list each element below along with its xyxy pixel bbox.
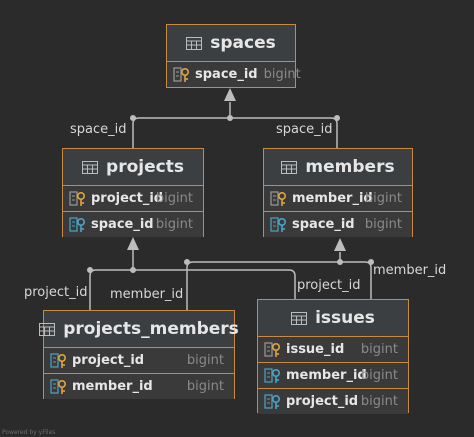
column-name: project_id: [91, 191, 164, 206]
table-icon: [291, 311, 308, 325]
primary-key-icon: [69, 190, 87, 207]
edge-label-members-space: space_id: [276, 122, 333, 137]
column-type: bigint: [364, 217, 402, 232]
column-name: issue_id: [286, 342, 345, 357]
column-name: member_id: [292, 191, 373, 206]
column-type: bigint: [155, 217, 193, 232]
table-issues[interactable]: issues issue_id bigint member_id bigint …: [257, 299, 409, 414]
column-row[interactable]: member_id bigint: [264, 186, 412, 211]
column-name: space_id: [195, 67, 258, 82]
column-type: bigint: [186, 379, 224, 394]
table-icon: [39, 322, 56, 336]
column-type: bigint: [263, 67, 301, 82]
table-title: issues: [315, 308, 375, 328]
column-type: bigint: [360, 368, 398, 383]
primary-foreign-key-icon: [50, 378, 68, 395]
column-type: bigint: [360, 342, 398, 357]
table-header[interactable]: spaces: [167, 25, 295, 62]
table-header[interactable]: projects_members: [39, 311, 239, 348]
table-icon: [281, 160, 298, 174]
primary-key-icon: [173, 66, 191, 83]
arrowhead-members: [334, 238, 346, 251]
table-title: spaces: [210, 33, 276, 53]
connector-dot: [334, 115, 340, 121]
primary-key-icon: [270, 190, 288, 207]
column-row[interactable]: member_id bigint: [44, 373, 234, 399]
column-row[interactable]: space_id bigint: [264, 211, 412, 237]
column-row[interactable]: member_id bigint: [258, 362, 408, 388]
table-title: projects: [106, 157, 184, 177]
column-row[interactable]: space_id bigint: [63, 211, 203, 237]
column-name: space_id: [292, 217, 355, 232]
connector-dot: [184, 259, 190, 265]
column-name: space_id: [91, 217, 154, 232]
connector-dot: [87, 267, 93, 273]
connector-dot: [337, 259, 343, 265]
edge-label-issues-project: project_id: [297, 278, 361, 293]
connector-dot: [368, 259, 374, 265]
column-name: member_id: [72, 379, 153, 394]
edge-label-issues-member: member_id: [373, 263, 447, 278]
primary-key-icon: [264, 341, 282, 358]
column-row[interactable]: project_id bigint: [258, 388, 408, 414]
column-type: bigint: [364, 191, 402, 206]
connector-dot: [130, 115, 136, 121]
edge-projects-spaces: [132, 102, 231, 148]
edge-issues-projects: [133, 269, 296, 299]
column-name: project_id: [286, 394, 359, 409]
connector-dot: [130, 267, 136, 273]
column-name: member_id: [286, 368, 367, 383]
arrowhead-projects: [127, 237, 139, 250]
footer-credit: Powered by yFiles: [2, 429, 56, 436]
table-members[interactable]: members member_id bigint space_id bigint: [263, 148, 413, 237]
table-projects[interactable]: projects project_id bigint space_id bigi…: [62, 148, 204, 237]
column-type: bigint: [360, 394, 398, 409]
foreign-key-icon: [69, 216, 87, 233]
column-type: bigint: [155, 191, 193, 206]
column-row[interactable]: issue_id bigint: [258, 337, 408, 362]
primary-foreign-key-icon: [50, 352, 68, 369]
table-spaces[interactable]: spaces space_id bigint: [166, 24, 301, 88]
column-row[interactable]: project_id bigint: [44, 348, 234, 373]
table-header[interactable]: issues: [258, 300, 408, 337]
arrowhead-spaces: [224, 88, 236, 101]
column-name: project_id: [72, 353, 145, 368]
connector-dot: [227, 115, 233, 121]
table-header[interactable]: members: [264, 149, 412, 186]
column-row[interactable]: project_id bigint: [63, 186, 203, 211]
table-projects-members[interactable]: projects_members project_id bigint membe…: [39, 310, 239, 399]
table-header[interactable]: projects: [63, 149, 203, 186]
table-icon: [186, 36, 203, 50]
edge-label-pm-project: project_id: [24, 285, 88, 300]
table-icon: [82, 160, 99, 174]
foreign-key-icon: [270, 216, 288, 233]
column-type: bigint: [186, 353, 224, 368]
table-title: projects_members: [63, 319, 239, 339]
edge-label-pm-member: member_id: [110, 287, 184, 302]
edge-label-projects-space: space_id: [70, 122, 127, 137]
column-row[interactable]: space_id bigint: [167, 62, 301, 87]
table-title: members: [305, 157, 395, 177]
foreign-key-icon: [264, 393, 282, 410]
foreign-key-icon: [264, 367, 282, 384]
